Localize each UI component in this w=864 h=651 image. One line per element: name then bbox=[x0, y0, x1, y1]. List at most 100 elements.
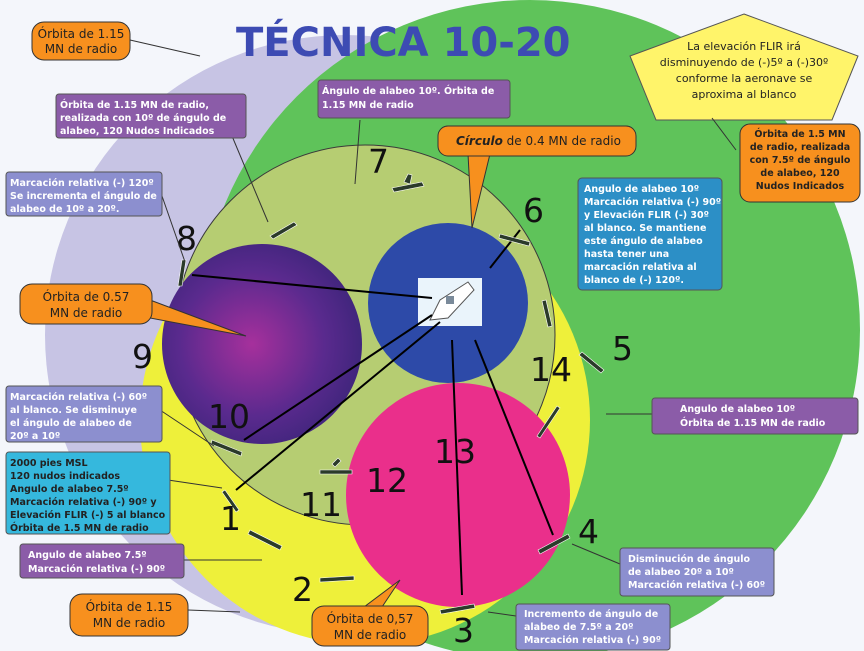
violet-orbit-circle bbox=[162, 244, 362, 444]
callout-incremento-75-20: Incremento de ángulo de alabeo de 7.5º a… bbox=[487, 603, 671, 651]
arrow-10-to-target bbox=[243, 314, 433, 441]
callout-text: Marcación relativa (-) 90º bbox=[584, 197, 721, 208]
callout-orbita-057-left: Órbita de 0.57 MN de radio bbox=[19, 283, 247, 337]
callout-text: Órbita de 1.5 MN de radio bbox=[10, 522, 149, 534]
arrow-3-to-target bbox=[451, 339, 463, 596]
callout-text: Órbita de 1.15 MN de radio, bbox=[60, 99, 209, 111]
callout-text: Círculo de 0.4 MN de radio bbox=[456, 134, 621, 148]
callout-text: el ángulo de alabeo de bbox=[10, 418, 132, 429]
sequence-number: 13 bbox=[434, 432, 476, 471]
callout-text: realizada con 10º de ángulo de bbox=[60, 113, 226, 124]
sequence-number: 11 bbox=[300, 485, 342, 524]
sequence-number: 8 bbox=[176, 219, 197, 258]
callout-text: Angulo de alabeo 7.5º bbox=[10, 484, 129, 495]
arrow-6-to-target bbox=[489, 229, 521, 269]
aircraft-icon bbox=[578, 351, 605, 374]
callout-orbita-115-bottom: Órbita de 1.15 MN de radio bbox=[69, 593, 241, 637]
callout-angulo-10-marcacion-90: Angulo de alabeo 10º Marcación relativa … bbox=[577, 177, 723, 291]
aircraft-icon bbox=[221, 489, 240, 513]
callout-text: Se incrementa el ángulo de bbox=[10, 191, 157, 202]
sequence-number: 9 bbox=[132, 337, 153, 376]
sequence-number: 5 bbox=[612, 329, 633, 368]
aircraft-icon bbox=[391, 173, 425, 193]
callout-text: alabeo, 120 Nudos Indicados bbox=[60, 126, 215, 137]
callout-text: Marcación relativa (-) 90º bbox=[28, 564, 165, 575]
callout-text: marcación relativa al bbox=[584, 262, 697, 273]
sequence-number: 12 bbox=[366, 461, 408, 500]
sequence-number: 1 bbox=[220, 499, 241, 538]
sequence-number: 6 bbox=[523, 191, 544, 230]
sequence-number: 10 bbox=[208, 397, 250, 436]
aircraft-icon bbox=[537, 533, 571, 555]
sequence-number: 4 bbox=[578, 512, 599, 551]
callout-angulo-10-orbita-115: Ángulo de alabeo 10º. Órbita de 1.15 MN … bbox=[317, 79, 511, 185]
callout-text: MN de radio bbox=[45, 42, 118, 56]
callout-disminucion-20-10: Disminución de ángulo de alabeo 20º a 10… bbox=[571, 543, 775, 597]
callout-text: MN de radio bbox=[50, 306, 123, 320]
callout-text: disminuyendo de (-)5º a (-)30º bbox=[660, 56, 828, 69]
diagram-title: TÉCNICA 10-20 bbox=[236, 18, 571, 66]
callout-orbita-115-top: Órbita de 1.15 MN de radio bbox=[31, 21, 201, 61]
callout-text: conforme la aeronave se bbox=[676, 72, 813, 85]
aircraft-icon bbox=[541, 299, 553, 328]
callout-text: Marcación relativa (-) 90º y bbox=[10, 497, 157, 508]
aircraft-icon bbox=[247, 529, 283, 551]
callout-text: alabeo de 10º a 20º. bbox=[10, 204, 120, 215]
callout-text: Ángulo de alabeo 10º. Órbita de bbox=[322, 85, 494, 97]
callout-text: blanco de (-) 120º. bbox=[584, 275, 684, 286]
aircraft-icon bbox=[536, 405, 561, 439]
sequence-number: 3 bbox=[453, 611, 474, 650]
callout-marcacion-120: Marcación relativa (-) 120º Se increment… bbox=[5, 171, 186, 263]
callout-text: Angulo de alabeo 10º bbox=[584, 184, 699, 195]
aircraft-icon bbox=[177, 259, 187, 287]
callout-angulo-75-marcacion-90: Angulo de alabeo 7.5º Marcación relativa… bbox=[19, 543, 262, 579]
callout-text: MN de radio bbox=[334, 628, 407, 642]
callout-text: Angulo de alabeo 10º bbox=[680, 404, 795, 415]
callout-text: y Elevación FLIR (-) 30º bbox=[584, 210, 709, 221]
callout-text: con 7.5º de ángulo bbox=[750, 155, 851, 166]
aircraft-markers bbox=[177, 173, 605, 615]
callout-text: Órbita de 0.57 bbox=[43, 289, 130, 304]
callout-text: de alabeo 20º a 10º bbox=[628, 567, 734, 578]
sequence-number: 2 bbox=[292, 570, 313, 609]
callout-text: al blanco. Se mantiene bbox=[584, 223, 706, 234]
callout-text: alabeo de 7.5º a 20º bbox=[524, 622, 634, 633]
arrow-8-to-target bbox=[191, 274, 433, 299]
callout-text: 2000 pies MSL bbox=[10, 458, 88, 469]
callout-text: hasta tener una bbox=[584, 249, 669, 260]
callout-text: de alabeo, 120 bbox=[760, 168, 840, 179]
callout-text: Órbita de 1.15 bbox=[86, 599, 173, 614]
callout-orbita-115-realizada: Órbita de 1.15 MN de radio, realizada co… bbox=[55, 93, 269, 223]
callout-text: 1.15 MN de radio bbox=[322, 100, 414, 111]
callout-angulo-10-orbita-115-right: Angulo de alabeo 10º Órbita de 1.15 MN d… bbox=[606, 397, 859, 435]
callout-text: Marcación relativa (-) 60º bbox=[628, 580, 765, 591]
callout-marcacion-60-left: Marcación relativa (-) 60º al blanco. Se… bbox=[5, 385, 215, 447]
callout-text: MN de radio bbox=[93, 616, 166, 630]
arrow-1-to-target bbox=[235, 321, 441, 491]
callout-text: Órbita de 1.15 bbox=[38, 26, 125, 41]
callout-text: Elevación FLIR (-) 5 al blanco bbox=[10, 510, 166, 521]
callout-text: Marcación relativa (-) 60º bbox=[10, 392, 147, 403]
callout-text: La elevación FLIR irá bbox=[687, 40, 801, 53]
callout-msl-2000: 2000 pies MSL 120 nudos indicados Angulo… bbox=[5, 451, 223, 535]
aircraft-icon bbox=[439, 603, 476, 615]
callout-text: Órbita de 0,57 bbox=[327, 611, 414, 626]
callout-text: Incremento de ángulo de bbox=[524, 609, 658, 620]
aircraft-icon bbox=[319, 575, 355, 583]
callout-text: 20º a 10º bbox=[10, 431, 60, 442]
aircraft-icon bbox=[210, 439, 243, 457]
callout-text: de 0.4 MN de radio bbox=[503, 134, 621, 148]
sequence-number: 14 bbox=[530, 350, 572, 389]
callout-text: Marcación relativa (-) 120º bbox=[10, 178, 154, 189]
aircraft-icon bbox=[319, 457, 353, 475]
callout-text: Órbita de 1.15 MN de radio bbox=[680, 417, 826, 429]
arrow-4-to-target bbox=[474, 339, 554, 536]
aircraft-icon bbox=[498, 233, 531, 247]
callout-text: aproxima al blanco bbox=[692, 88, 797, 101]
callout-text: al blanco. Se disminuye bbox=[10, 405, 137, 416]
callout-text: Círculo bbox=[456, 134, 503, 148]
callout-text: Angulo de alabeo 7.5º bbox=[28, 550, 147, 561]
callout-text: Disminución de ángulo bbox=[628, 554, 751, 565]
